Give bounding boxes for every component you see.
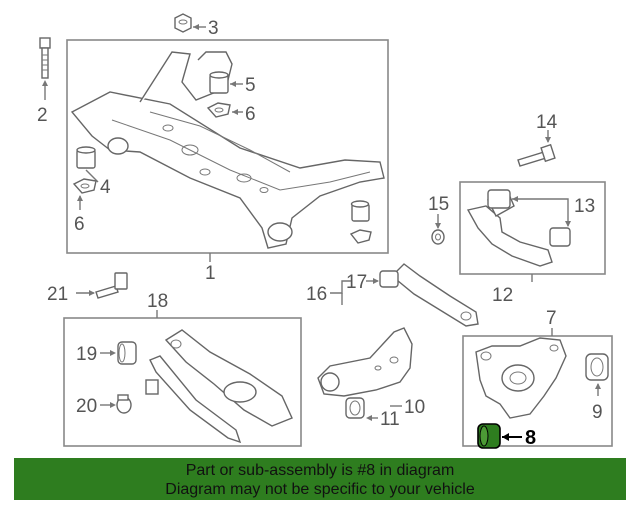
arrow-21: [89, 290, 95, 296]
bushing-part-19: [117, 341, 137, 365]
callout-2: 2: [37, 105, 48, 126]
callout-16: 16: [306, 284, 327, 305]
washer-part-6-left: [72, 178, 97, 194]
bushing-part-9: [585, 353, 609, 381]
crossmember-part-1: [70, 51, 385, 249]
arrow-2: [42, 80, 48, 86]
leader-13a: [512, 198, 569, 206]
arrow-5: [230, 81, 236, 87]
info-banner: Part or sub-assembly is #8 in diagram Di…: [14, 458, 626, 500]
callout-10: 10: [404, 397, 425, 418]
bushing-part-4: [76, 146, 96, 169]
callout-18: 18: [147, 291, 168, 312]
knuckle-part-7: [475, 337, 567, 419]
callout-15: 15: [428, 194, 449, 215]
leader-16: [330, 280, 352, 294]
callout-6a: 6: [245, 104, 256, 125]
callout-17: 17: [346, 272, 367, 293]
callout-14: 14: [536, 112, 558, 133]
bolt-part-21: [95, 272, 128, 299]
lower-arm-group-box: [63, 317, 302, 447]
callout-5: 5: [245, 75, 256, 96]
bushing-right-crossmember: [349, 200, 372, 244]
bushing-part-13-upper: [487, 189, 511, 209]
callout-9: 9: [592, 402, 603, 423]
arrow-11: [366, 415, 372, 421]
bolt-part-20: [116, 394, 132, 414]
callout-4: 4: [100, 177, 111, 198]
callout-19: 19: [76, 344, 97, 365]
crossmember-group-box: [66, 39, 389, 254]
washer-part-6-top: [206, 102, 231, 118]
banner-line-2: Diagram may not be specific to your vehi…: [165, 481, 475, 498]
bolt-part-2: [39, 37, 51, 79]
callout-6b: 6: [74, 214, 85, 235]
arrow-19: [110, 350, 116, 356]
arrow-13b: [565, 221, 571, 227]
bolt-part-14: [517, 143, 556, 167]
callout-13: 13: [574, 196, 595, 217]
arrow-14: [545, 137, 551, 143]
callout-7: 7: [546, 308, 557, 329]
arrow-15: [435, 223, 441, 229]
knuckle-group-box: [462, 335, 613, 447]
leader-4: [85, 169, 99, 183]
arrow-17: [373, 278, 379, 284]
bushing-part-13-lower: [549, 227, 571, 247]
upper-control-arm: [466, 189, 571, 267]
bushing-part-17: [379, 270, 399, 288]
callout-12: 12: [492, 285, 513, 306]
arrow-6b: [77, 195, 83, 201]
lower-control-arm: [145, 329, 293, 444]
arrow-9: [595, 383, 601, 389]
arrow-13a: [512, 196, 518, 202]
trailing-arm-part-10: [317, 327, 413, 397]
banner-line-1: Part or sub-assembly is #8 in diagram: [185, 462, 455, 479]
highlighted-bushing-part-8[interactable]: [477, 423, 501, 449]
arrow-6a: [232, 109, 238, 115]
callout-1: 1: [205, 263, 216, 284]
nut-part-15: [431, 229, 445, 245]
callout-20: 20: [76, 396, 97, 417]
arrow-20: [110, 402, 116, 408]
callout-21: 21: [47, 284, 68, 305]
callout-11: 11: [380, 409, 400, 430]
lateral-link-part-16: [379, 263, 479, 327]
nut-part-3: [174, 13, 192, 33]
bushing-part-11: [345, 397, 365, 419]
arrow-3: [193, 24, 199, 30]
callout-8[interactable]: 8: [525, 427, 536, 449]
callout-3: 3: [208, 18, 219, 39]
bushing-part-5: [209, 71, 229, 94]
arrow-8: [502, 433, 509, 441]
